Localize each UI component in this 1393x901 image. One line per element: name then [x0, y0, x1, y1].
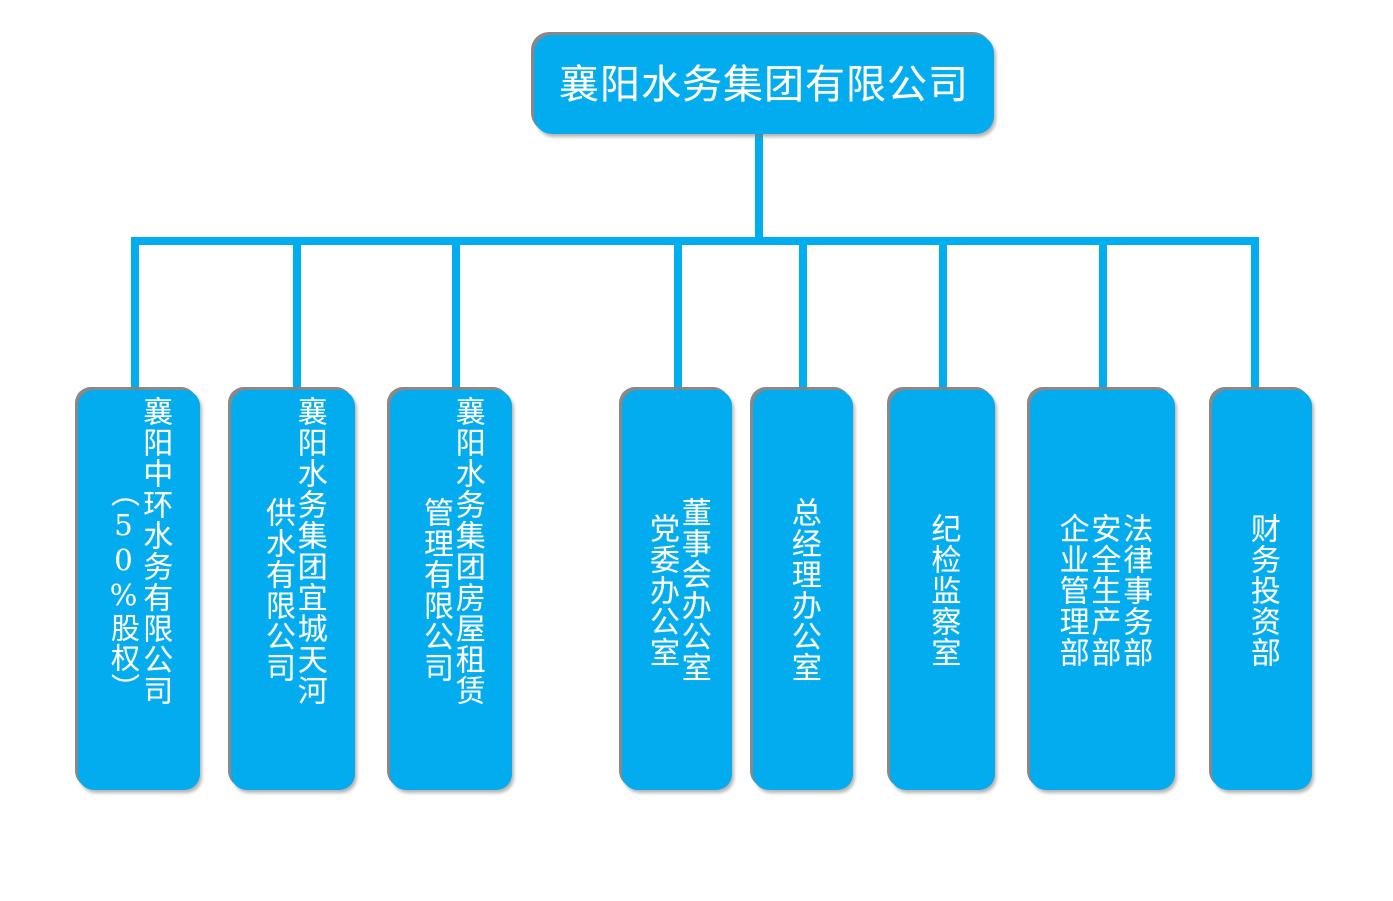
- connector-root-stem: [755, 133, 763, 243]
- connector-drop-5: [799, 243, 807, 393]
- connector-drop-6: [939, 243, 947, 393]
- org-node-child-4-column-2: 党委办公室: [644, 512, 679, 668]
- org-node-child-6[interactable]: 纪检监察室: [890, 390, 995, 790]
- org-node-child-7-column-3: 企业管理部: [1053, 512, 1089, 668]
- org-node-child-5-column-1: 总经理办公室: [785, 497, 821, 683]
- connector-drop-7: [1099, 243, 1107, 393]
- connector-drop-2: [293, 243, 301, 393]
- org-node-child-7-column-1: 法律事务部: [1117, 512, 1153, 668]
- org-node-child-2[interactable]: 襄阳水务集团宜城天河 供水有限公司: [231, 390, 355, 790]
- org-node-child-1-column-2: （50%股权）: [106, 477, 141, 703]
- connector-drop-8: [1251, 243, 1259, 393]
- connector-drop-3: [452, 243, 460, 393]
- org-node-child-7[interactable]: 法律事务部 安全生产部 企业管理部: [1030, 390, 1175, 790]
- org-node-root[interactable]: 襄阳水务集团有限公司: [534, 35, 994, 134]
- org-node-child-3-column-1: 襄阳水务集团房屋租赁: [449, 396, 485, 706]
- connector-drop-4: [674, 243, 682, 393]
- org-node-child-7-column-2: 安全生产部: [1085, 512, 1121, 668]
- org-node-child-4[interactable]: 董事会办公室 党委办公室: [622, 390, 732, 790]
- org-node-root-label: 襄阳水务集团有限公司: [559, 61, 969, 108]
- org-node-child-2-column-1: 襄阳水务集团宜城天河: [291, 396, 327, 706]
- org-node-child-1-column-1: 襄阳中环水务有限公司: [137, 396, 173, 706]
- org-node-child-8-column-1: 财务投资部: [1244, 512, 1280, 668]
- org-node-child-3-column-2: 管理有限公司: [418, 497, 453, 683]
- org-node-child-2-column-2: 供水有限公司: [260, 497, 295, 683]
- org-node-child-6-column-1: 纪检监察室: [925, 512, 961, 668]
- org-node-child-8[interactable]: 财务投资部: [1212, 390, 1312, 790]
- org-node-child-1[interactable]: 襄阳中环水务有限公司 （50%股权）: [78, 390, 200, 790]
- connector-drop-1: [131, 243, 139, 393]
- connector-horizontal-bus: [131, 237, 1259, 245]
- org-node-child-4-column-1: 董事会办公室: [675, 497, 711, 683]
- org-node-child-5[interactable]: 总经理办公室: [753, 390, 853, 790]
- org-node-child-3[interactable]: 襄阳水务集团房屋租赁 管理有限公司: [390, 390, 512, 790]
